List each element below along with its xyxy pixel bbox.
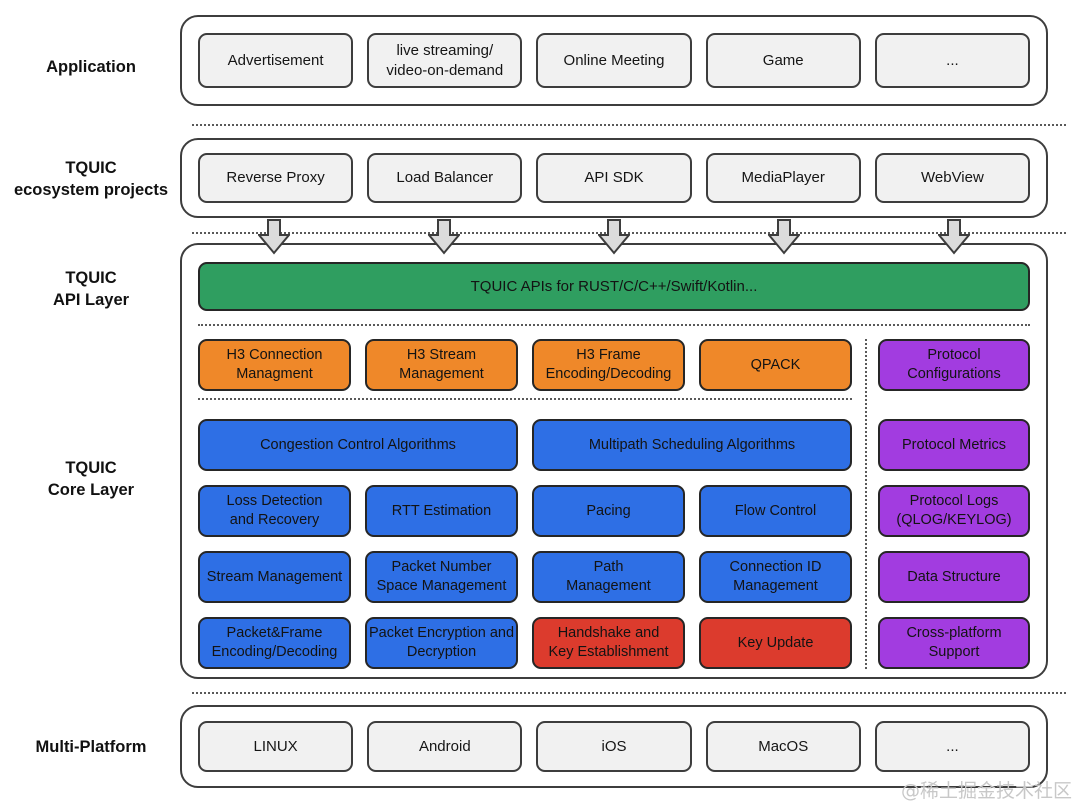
- api-core-container: TQUIC APIs for RUST/C/C++/Swift/Kotlin..…: [180, 243, 1048, 679]
- eco-box-mediaplayer: MediaPlayer: [705, 153, 861, 203]
- api-banner: TQUIC APIs for RUST/C/C++/Swift/Kotlin..…: [198, 262, 1030, 311]
- core-box-h3-stream: H3 Stream Management: [365, 339, 518, 391]
- app-box-live-streaming: live streaming/ video-on-demand: [367, 33, 523, 88]
- eco-box-reverse-proxy: Reverse Proxy: [198, 153, 354, 203]
- eco-box-webview: WebView: [874, 153, 1031, 203]
- core-box-path-management: Path Management: [532, 551, 685, 603]
- core-box-protocol-configurations: Protocol Configurations: [878, 339, 1030, 391]
- core-grid: H3 Connection Managment H3 Stream Manage…: [198, 339, 852, 669]
- platform-container: LINUX Android iOS MacOS ...: [180, 705, 1048, 788]
- core-box-packet-encryption: Packet Encryption and Decryption: [365, 617, 518, 669]
- ecosystem-container: Reverse Proxy Load Balancer API SDK Medi…: [180, 138, 1048, 218]
- core-box-rtt-estimation: RTT Estimation: [365, 485, 518, 537]
- dotted-separator-3: [192, 692, 1066, 694]
- down-arrow-icon: [258, 219, 290, 255]
- core-box-key-update: Key Update: [699, 617, 852, 669]
- platform-box-macos: MacOS: [705, 721, 861, 772]
- application-container: Advertisement live streaming/ video-on-d…: [180, 15, 1048, 106]
- core-box-connection-id: Connection ID Management: [699, 551, 852, 603]
- core-box-pacing: Pacing: [532, 485, 685, 537]
- core-box-packet-number-space: Packet Number Space Management: [365, 551, 518, 603]
- app-box-online-meeting: Online Meeting: [536, 33, 692, 88]
- platform-box-more: ...: [874, 721, 1031, 772]
- app-box-advertisement: Advertisement: [198, 33, 354, 88]
- core-box-loss-detection: Loss Detection and Recovery: [198, 485, 351, 537]
- dotted-vertical-divider: [865, 339, 867, 669]
- platform-box-android: Android: [367, 721, 523, 772]
- platform-box-linux: LINUX: [198, 721, 354, 772]
- dotted-separator-2: [192, 232, 1066, 234]
- core-box-packet-frame-encoding: Packet&Frame Encoding/Decoding: [198, 617, 351, 669]
- dotted-separator-1: [192, 124, 1066, 126]
- core-box-flow-control: Flow Control: [699, 485, 852, 537]
- core-box-h3-connection: H3 Connection Managment: [198, 339, 351, 391]
- core-box-protocol-logs: Protocol Logs (QLOG/KEYLOG): [878, 485, 1030, 537]
- app-box-game: Game: [705, 33, 861, 88]
- down-arrow-icon: [598, 219, 630, 255]
- down-arrow-icon: [938, 219, 970, 255]
- eco-box-load-balancer: Load Balancer: [367, 153, 523, 203]
- watermark: @稀土掘金技术社区: [900, 780, 1072, 802]
- core-box-cross-platform: Cross-platform Support: [878, 617, 1030, 669]
- core-side-column: Protocol Configurations Protocol Metrics…: [878, 339, 1030, 669]
- core-box-multipath-scheduling: Multipath Scheduling Algorithms: [532, 419, 852, 471]
- core-box-stream-management: Stream Management: [198, 551, 351, 603]
- core-box-congestion-control: Congestion Control Algorithms: [198, 419, 518, 471]
- label-multi-platform: Multi-Platform: [35, 738, 147, 756]
- core-box-handshake: Handshake and Key Establishment: [532, 617, 685, 669]
- eco-box-api-sdk: API SDK: [536, 153, 692, 203]
- label-api-layer: TQUIC API Layer: [52, 269, 130, 309]
- down-arrow-icon: [768, 219, 800, 255]
- platform-box-ios: iOS: [536, 721, 692, 772]
- app-box-more: ...: [874, 33, 1031, 88]
- label-application: Application: [46, 58, 136, 76]
- label-ecosystem: TQUIC ecosystem projects: [13, 159, 169, 199]
- dotted-separator-api: [198, 324, 1030, 326]
- dotted-separator-h3: [198, 398, 852, 400]
- label-core-layer: TQUIC Core Layer: [47, 459, 135, 499]
- down-arrow-icon: [428, 219, 460, 255]
- core-box-qpack: QPACK: [699, 339, 852, 391]
- core-box-data-structure: Data Structure: [878, 551, 1030, 603]
- core-box-h3-frame: H3 Frame Encoding/Decoding: [532, 339, 685, 391]
- core-box-protocol-metrics: Protocol Metrics: [878, 419, 1030, 471]
